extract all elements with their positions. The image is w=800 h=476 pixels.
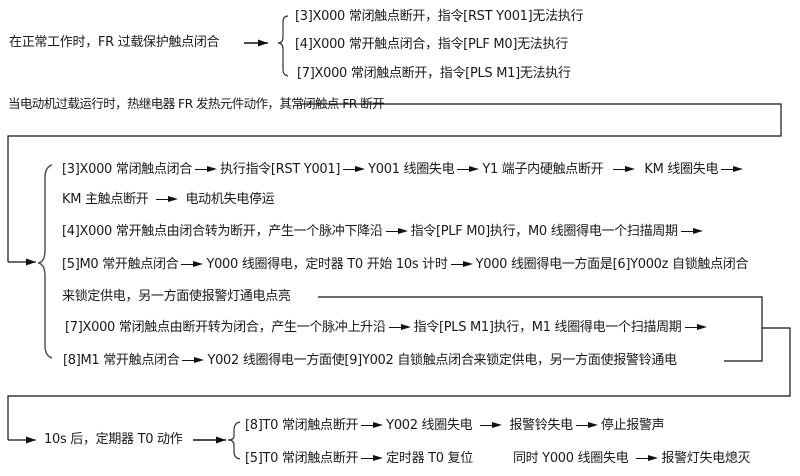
step-y1-contact-open: Y1 端子内硬触点断开 xyxy=(482,162,604,177)
timer-branch-2: [5]T0 常闭触点断开 定时器 T0 复位 同时 Y000 线圈失电 报警灯失电熄灭 xyxy=(245,451,751,467)
arrow-icon xyxy=(613,165,636,175)
step-km-main-open: KM 主触点断开 xyxy=(62,192,149,207)
arrow-icon xyxy=(156,195,179,205)
arrow-icon xyxy=(388,323,411,333)
timer-condition-label: 10s 后，定期器 T0 动作 xyxy=(44,432,183,447)
step-8-m1-close: [8]M1 常开触点闭合 xyxy=(63,353,180,368)
step-alarm-sound-stop: 停止报警声 xyxy=(600,418,665,433)
sequence-row-1: [3]X000 常闭触点闭合 执行指令[RST Y001] Y001 线圈失电 Y1 … xyxy=(62,162,746,178)
arrow-icon xyxy=(343,165,366,175)
arrow-icon xyxy=(182,356,205,366)
sequence-row-4: [5]M0 常开触点闭合 Y000 线圈得电，定时器 T0 开始 10s 计时 Y0… xyxy=(62,257,749,273)
step-y000-self-lock: Y000 线圈得电一方面是[6]Y000z 自锁触点闭合 xyxy=(475,257,749,272)
arrow-icon xyxy=(385,227,408,237)
arrow-icon xyxy=(361,421,384,431)
overload-condition-label: 当电动机过载运行时，热继电器 FR 发热元件动作，其常闭触点 FR 断开 xyxy=(8,96,385,111)
step-y000-coil-on: Y000 线圈得电，定时器 T0 开始 10s 计时 xyxy=(206,257,448,272)
sequence-row-3: [4]X000 常开触点由闭合转为断开，产生一个脉冲下降沿 指令[PLF M0]执… xyxy=(62,224,706,240)
step-km-coil-off: KM 线圈失电 xyxy=(644,162,719,177)
normal-result-3: [3]X000 常闭触点断开，指令[RST Y001]无法执行 xyxy=(295,9,584,24)
step-pls-m1: 指令[PLS M1]执行，M1 线圈得电一个扫描周期 xyxy=(413,320,682,335)
normal-result-4: [4]X000 常开触点闭合，指令[PLF M0]无法执行 xyxy=(295,37,568,52)
step-5-m0-close: [5]M0 常开触点闭合 xyxy=(62,257,179,272)
step-8-t0-open: [8]T0 常闭触点断开 xyxy=(245,418,359,433)
sequence-row-2: KM 主触点断开 电动机失电停运 xyxy=(62,192,275,208)
step-7-rising-edge: [7]X000 常闭触点由断开转为闭合，产生一个脉冲上升沿 xyxy=(65,320,386,335)
normal-condition-label: 在正常工作时，FR 过载保护触点闭合 xyxy=(9,35,220,50)
normal-result-7: [7]X000 常闭触点断开，指令[PLS M1]无法执行 xyxy=(297,66,571,81)
step-plf-m0: 指令[PLF M0]执行，M0 线圈得电一个扫描周期 xyxy=(410,224,678,239)
step-t0-reset: 定时器 T0 复位 xyxy=(386,451,473,466)
step-y000-coil-off: 同时 Y000 线圈失电 xyxy=(512,451,629,466)
arrow-icon xyxy=(361,454,384,464)
step-bell-off: 报警铃失电 xyxy=(509,418,573,433)
timer-branch-1: [8]T0 常闭触点断开 Y002 线圈失电 报警铃失电 停止报警声 xyxy=(245,418,665,434)
arrow-icon xyxy=(680,227,703,237)
step-5-t0-open: [5]T0 常闭触点断开 xyxy=(245,451,359,466)
step-lamp-off: 报警灯失电熄灭 xyxy=(661,451,751,466)
step-4-falling-edge: [4]X000 常开触点由闭合转为断开，产生一个脉冲下降沿 xyxy=(62,224,383,239)
sequence-row-6: [7]X000 常闭触点由断开转为闭合，产生一个脉冲上升沿 指令[PLS M1]执… xyxy=(65,320,710,336)
arrow-icon xyxy=(480,421,503,431)
arrow-icon xyxy=(181,260,204,270)
step-y002-coil-on: Y002 线圈得电一方面使[9]Y002 自锁触点闭合来锁定供电，另一方面使报警… xyxy=(207,353,677,368)
step-y002-coil-off: Y002 线圈失电 xyxy=(386,418,473,433)
arrow-icon xyxy=(575,421,598,431)
step-rst-y001: 执行指令[RST Y001] xyxy=(220,162,341,177)
sequence-row-5: 来锁定供电，另一方面使报警灯通电点亮 xyxy=(62,289,291,304)
step-y001-coil-off: Y001 线圈失电 xyxy=(368,162,455,177)
arrow-icon xyxy=(684,323,707,333)
step-3-x000-close: [3]X000 常闭触点闭合 xyxy=(62,162,193,177)
arrow-icon xyxy=(721,165,744,175)
sequence-row-7: [8]M1 常开触点闭合 Y002 线圈得电一方面使[9]Y002 自锁触点闭合来… xyxy=(63,353,677,369)
arrow-icon xyxy=(450,260,473,270)
step-motor-stop: 电动机失电停运 xyxy=(185,192,275,207)
arrow-icon xyxy=(636,454,659,464)
arrow-icon xyxy=(457,165,480,175)
arrow-icon xyxy=(195,165,218,175)
